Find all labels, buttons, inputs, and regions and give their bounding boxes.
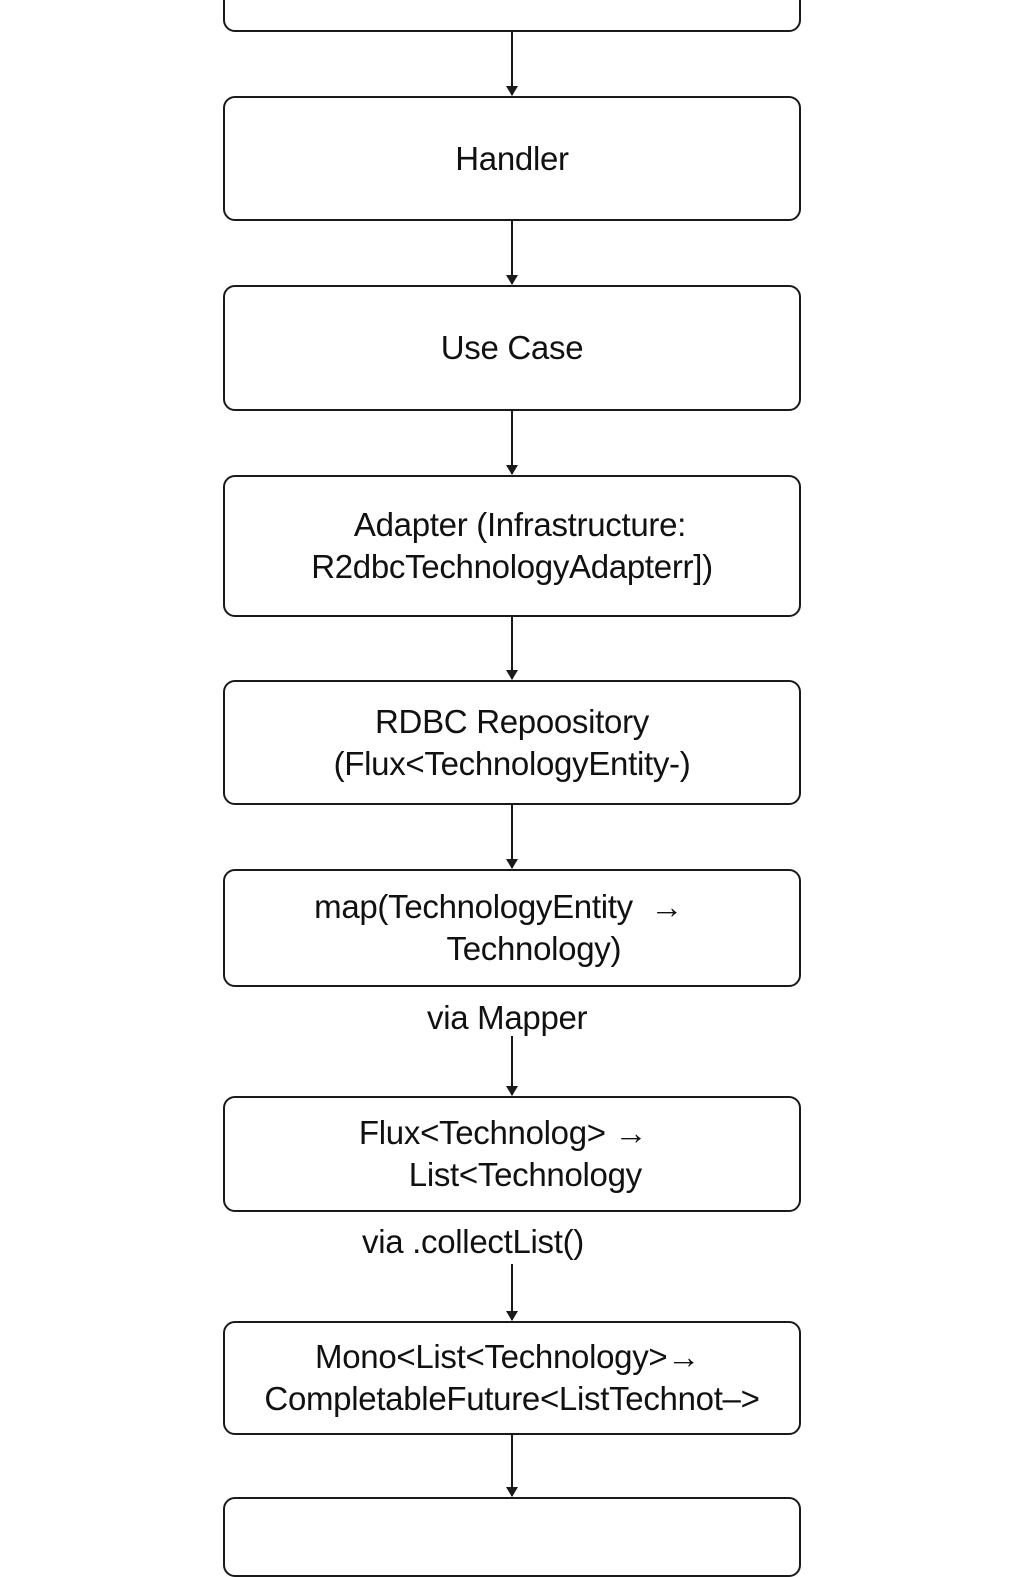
flow-box-bottom-cropped <box>223 1497 801 1577</box>
mono-to-future-label-line-1: Mono<List<Technology>→ <box>315 1338 709 1375</box>
flux-to-list-box: Flux<Technolog> → List<Technology <box>223 1096 801 1212</box>
repository-label-line-1: RDBC Repoository <box>375 702 649 740</box>
map-label-line-1: map(TechnologyEntity → <box>314 888 710 925</box>
repository-label-line-2: (Flux<TechnologyEntity-) <box>333 744 691 782</box>
flux-to-list-label-line-1: Flux<Technolog> → <box>358 1114 666 1151</box>
mono-to-future-label-line-2: CompletableFuture<ListTechnot–> <box>264 1380 760 1417</box>
adapter-label-line-1: Adapter (Infrastructure: <box>337 506 687 543</box>
handler-box: Handler <box>223 96 801 221</box>
use-case-label: Use Case <box>440 329 584 366</box>
map-label-line-2: Technology) <box>402 930 622 967</box>
repository-box: RDBC Repoository (Flux<TechnologyEntity-… <box>223 680 801 805</box>
adapter-box: Adapter (Infrastructure: R2dbcTechnology… <box>223 475 801 617</box>
adapter-label-line-2: R2dbcTechnologyAdapterr]) <box>311 548 713 585</box>
mono-to-future-box: Mono<List<Technology>→ CompletableFuture… <box>223 1321 801 1435</box>
via-mapper-caption: via Mapper <box>427 999 588 1036</box>
map-box: map(TechnologyEntity → Technology) <box>223 869 801 987</box>
flow-box-top-cropped <box>223 0 801 32</box>
flux-to-list-label-line-2: List<Technology <box>382 1156 642 1193</box>
via-collect-list-caption: via .collectList() <box>362 1223 584 1260</box>
use-case-box: Use Case <box>223 285 801 411</box>
handler-label: Handler <box>455 139 569 177</box>
